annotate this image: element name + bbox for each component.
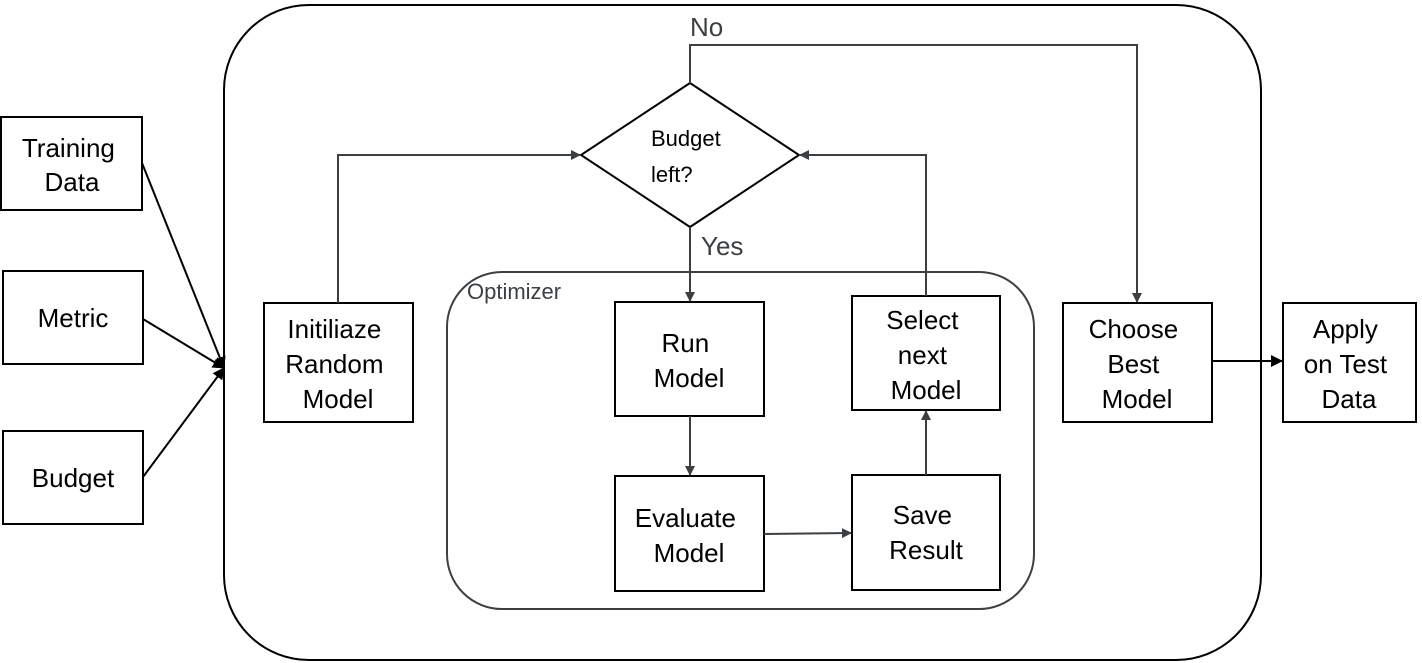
initialize-random-model-box: Initiliaze Random Model [263,302,414,423]
optimizer-title: Optimizer [467,279,561,304]
init-label-line3: Model [303,384,374,414]
no-label: No [690,12,723,42]
apply-on-test-data-box: Apply on Test Data [1282,302,1417,423]
select-label-line3: Model [891,375,962,405]
evaluate-to-save-arrow [763,528,852,539]
choose-label-line1: Choose [1089,314,1179,344]
metric-arrow [142,318,225,369]
training-data-box: Training Data [0,116,143,211]
outer-process-container [223,4,1262,661]
select-label-line1: Select [886,305,959,335]
budget-arrow [142,367,225,478]
evaluate-label-line1: Evaluate [635,503,736,533]
apply-label-line3: Data [1322,384,1377,414]
apply-label-line1: Apply [1313,314,1378,344]
budget-left-decision: Budget left? [579,81,801,229]
run-label-line1: Run [662,328,710,358]
svg-text:Initiliaze Random: Initiliaze Random Model [285,314,391,414]
apply-label-line2: on Test [1304,349,1388,379]
svg-text:Apply on Test Data: Apply on Test Data [1304,314,1395,414]
run-label-line2: Model [654,363,725,393]
budget-box: Budget [2,430,144,525]
budget-label: Budget [32,463,115,493]
choose-label-line3: Model [1102,384,1173,414]
svg-text:Select next Model: Select next Model [886,305,966,405]
decision-label-line1: Budget [651,126,721,151]
decision-no-arrow [689,44,1142,303]
save-label-line1: Save [893,500,952,530]
init-to-decision-arrow [337,150,581,303]
metric-label: Metric [38,303,109,333]
training-data-arrow [141,162,226,369]
init-label-line2: Random [285,349,383,379]
evaluate-label-line2: Model [654,538,725,568]
svg-text:Save Result: Save Result [889,500,963,565]
save-result-box: Save Result [851,474,1001,591]
svg-text:Budget left?: Budget left? [651,126,727,187]
metric-box: Metric [2,270,144,365]
svg-text:Evaluate Model: Evaluate Model [635,503,743,568]
save-label-line2: Result [889,535,963,565]
svg-text:Training Data: Training Data [22,133,122,197]
choose-label-line2: Best [1107,349,1160,379]
evaluate-model-box: Evaluate Model [614,475,765,592]
svg-text:Run Model: Run Model [654,328,725,393]
run-model-box: Run Model [614,301,765,417]
select-label-line2: next [898,340,948,370]
training-data-label-line2: Data [45,167,100,197]
training-data-label-line1: Training [22,133,115,163]
decision-label-line2: left? [651,162,693,187]
svg-text:Choose Best Model: Choose Best Model [1089,314,1186,414]
select-to-decision-arrow [799,150,927,296]
yes-label: Yes [701,231,743,261]
choose-best-model-box: Choose Best Model [1062,302,1213,423]
select-next-model-box: Select next Model [851,295,1001,411]
init-label-line1: Initiliaze [287,314,381,344]
optimizer-container [446,271,1035,610]
